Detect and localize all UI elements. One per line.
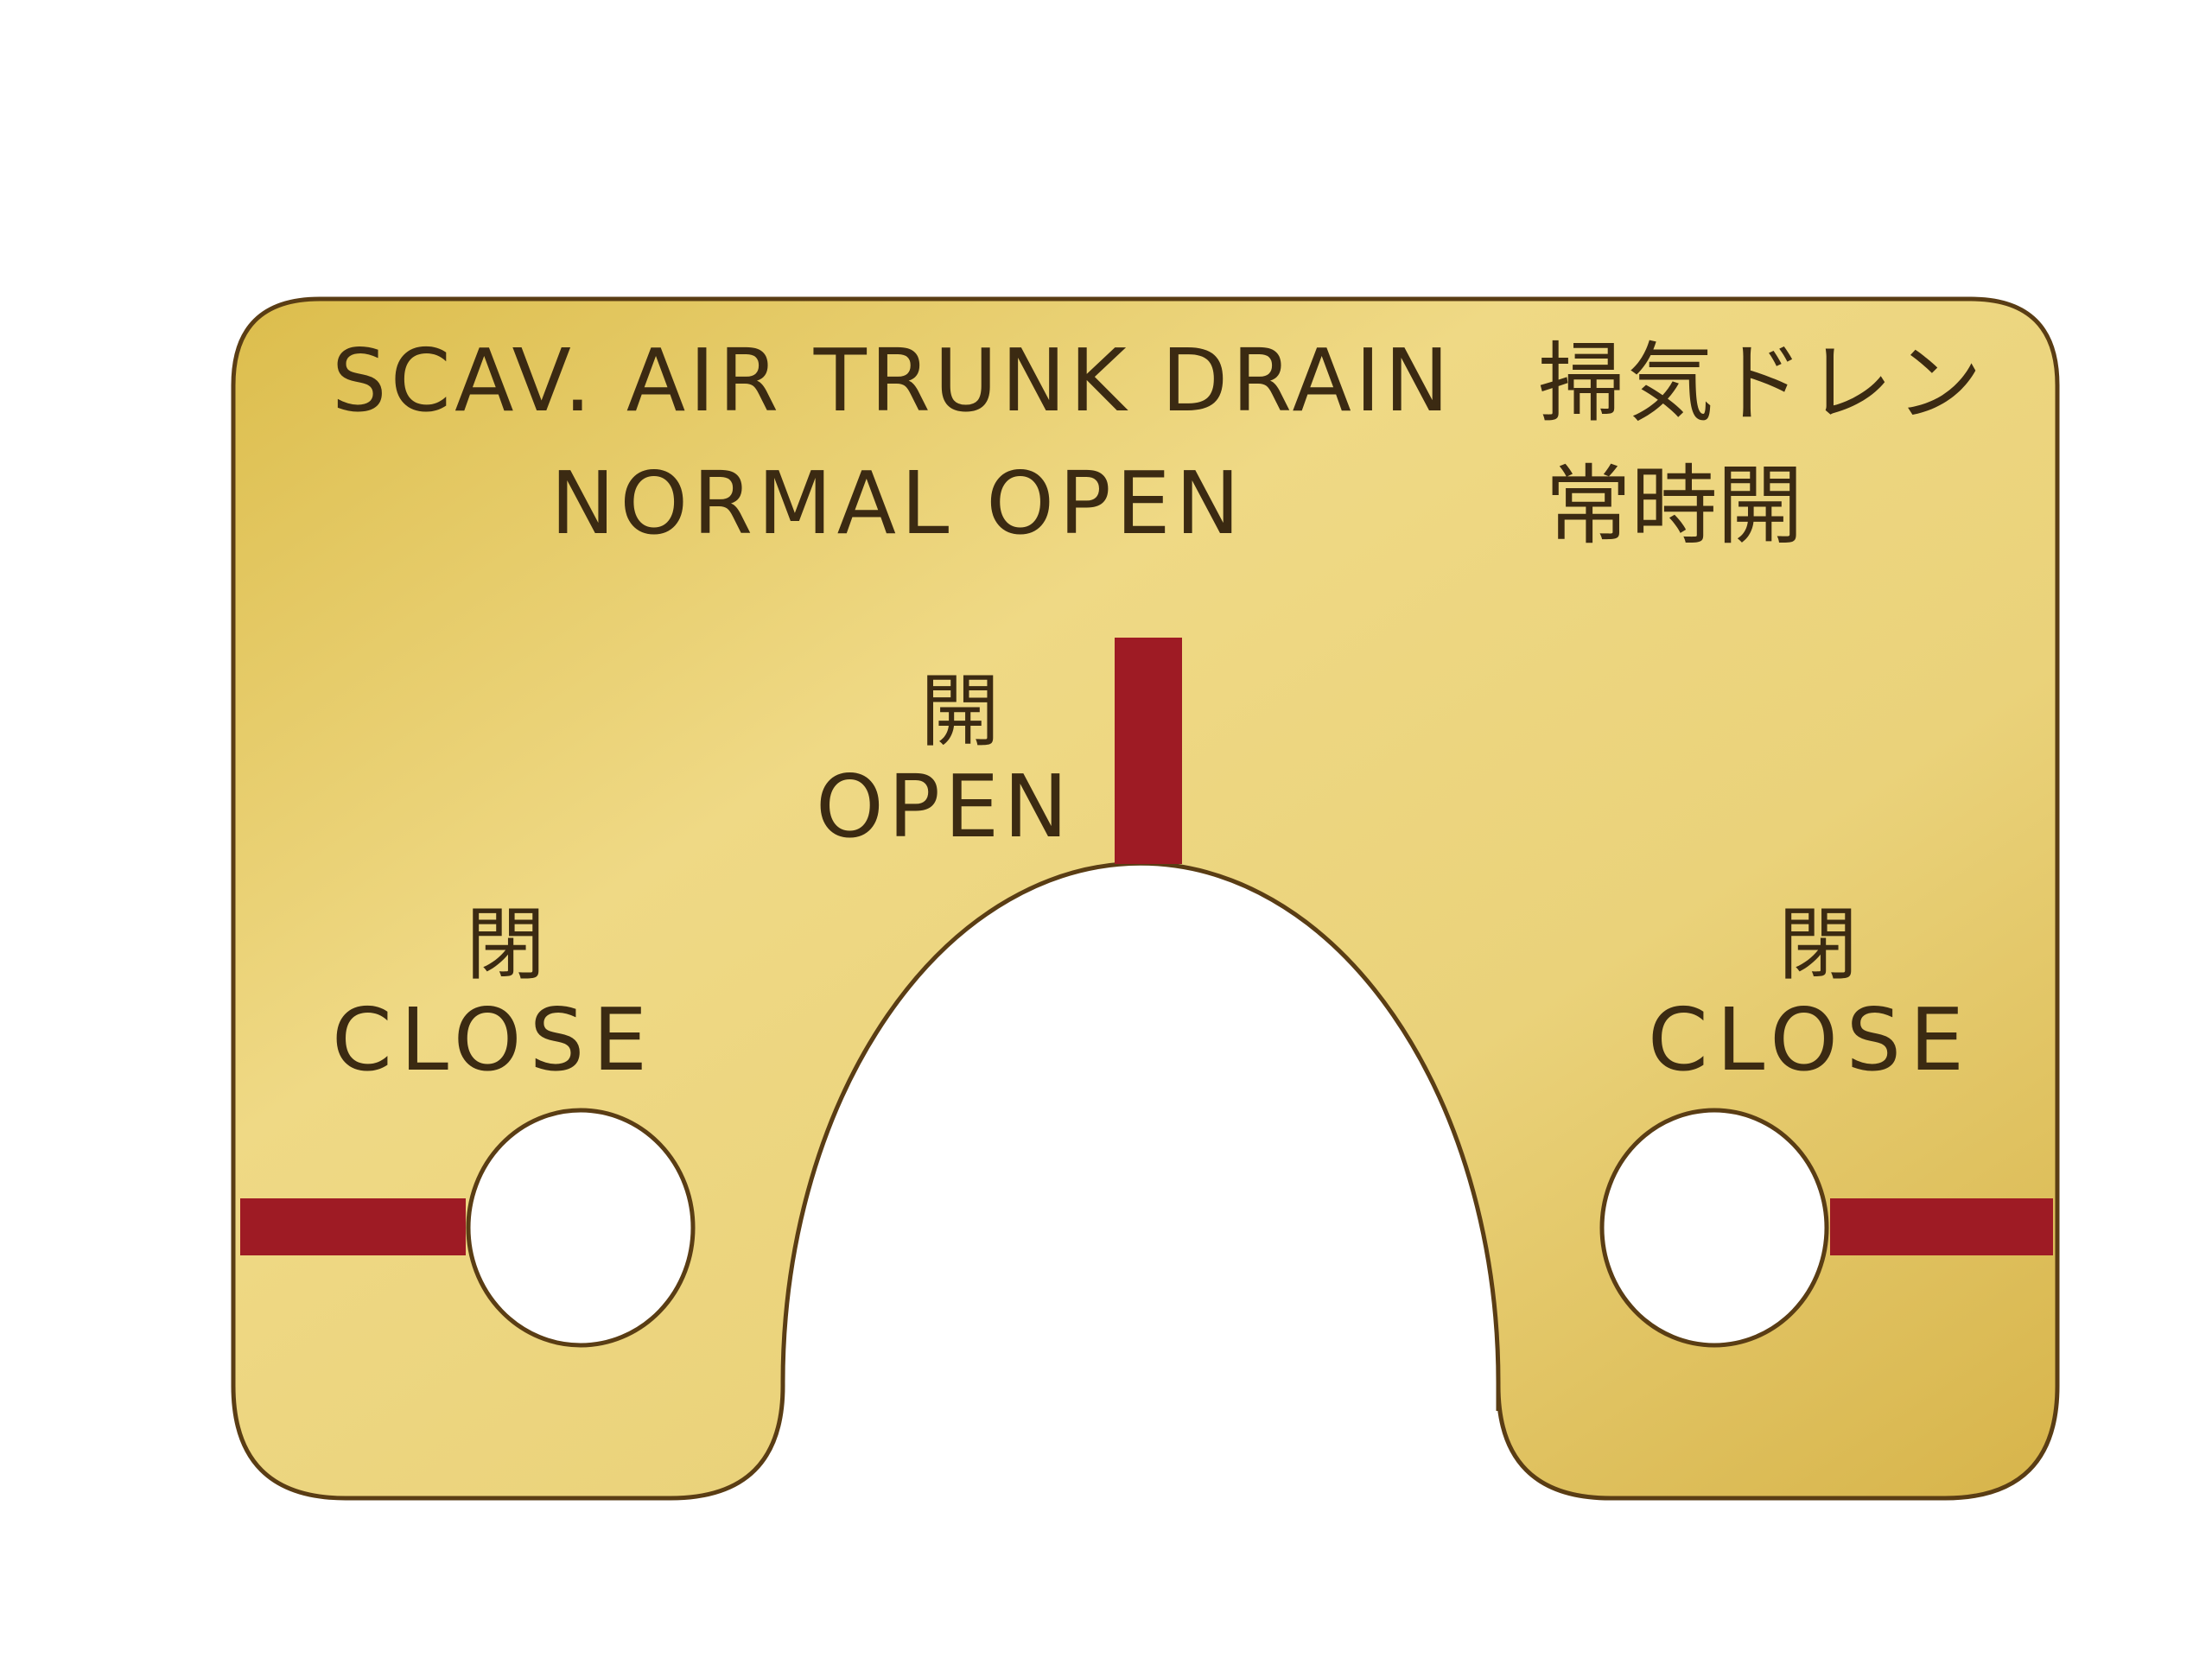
- open-indicator-mark: [1115, 638, 1182, 864]
- open-label-english: OPEN: [816, 756, 1070, 857]
- close-left-label-japanese: 閉: [466, 899, 545, 991]
- title-japanese: 掃気ドレン: [1538, 333, 1982, 434]
- close-right-indicator-mark: [1830, 1198, 2053, 1255]
- close-left-indicator-mark: [240, 1198, 466, 1255]
- right-mounting-hole: [1599, 1108, 1829, 1348]
- left-mounting-hole: [466, 1108, 696, 1348]
- subtitle-english: NORMAL OPEN: [550, 453, 1242, 554]
- close-right-label-english: CLOSE: [1648, 989, 1966, 1090]
- title-english: SCAV. AIR TRUNK DRAIN: [332, 330, 1451, 431]
- subtitle-japanese: 常時開: [1545, 455, 1803, 556]
- open-label-japanese: 開: [920, 665, 1000, 758]
- close-left-label-english: CLOSE: [332, 989, 649, 1090]
- close-right-label-japanese: 閉: [1778, 899, 1858, 991]
